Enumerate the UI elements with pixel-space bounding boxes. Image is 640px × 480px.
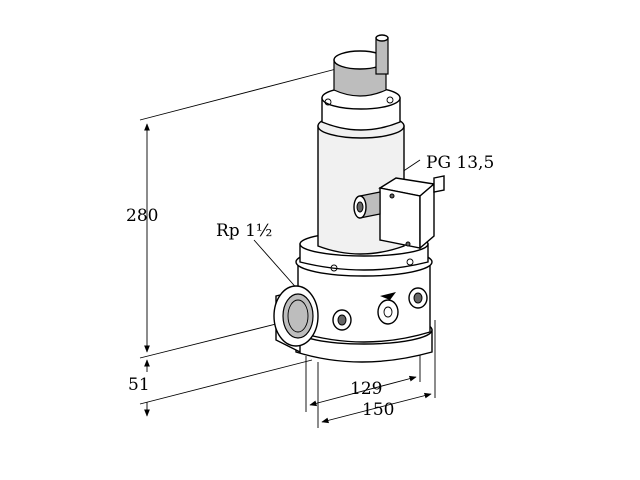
label-offset: 51 (128, 375, 150, 395)
dimension-150 (317, 320, 436, 428)
dimension-51 (139, 359, 313, 417)
label-cable-gland: PG 13,5 (426, 153, 494, 173)
test-nipple-right (408, 287, 428, 309)
label-port-spacing: 129 (350, 379, 382, 399)
label-length: 150 (362, 400, 394, 420)
dimension-280 (139, 67, 341, 359)
cable-gland (353, 191, 381, 219)
leader-thread (253, 239, 301, 293)
label-height: 280 (126, 206, 158, 226)
test-nipple-left (332, 309, 352, 331)
vent-plug (433, 175, 445, 193)
label-thread: Rp 1½ (216, 221, 272, 241)
manual-pin (375, 34, 389, 75)
junction-box (378, 177, 436, 250)
inlet-port (273, 285, 319, 354)
leader-gland (401, 159, 421, 173)
